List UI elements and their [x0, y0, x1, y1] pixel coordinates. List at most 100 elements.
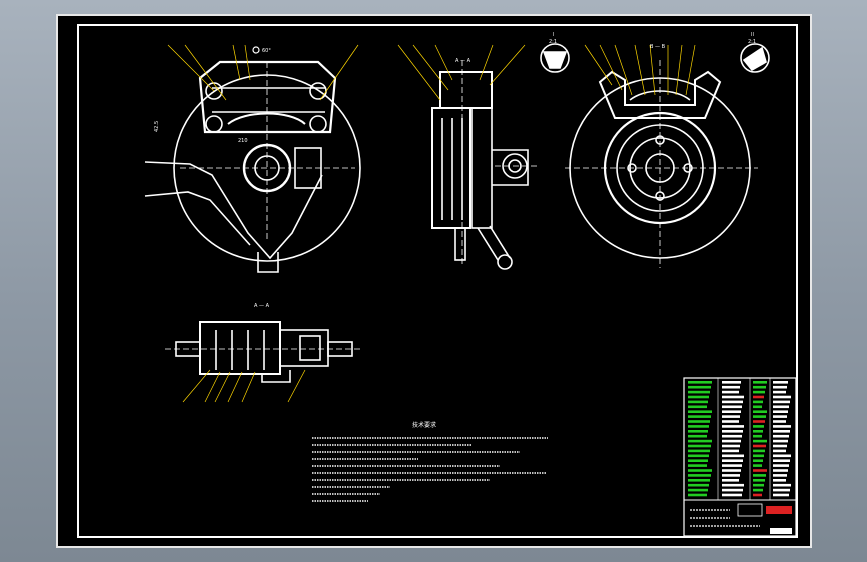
parts-list-cell: [688, 464, 707, 467]
parts-list-cell: [753, 439, 767, 443]
parts-list-cell: [688, 479, 710, 482]
parts-list-cell: [688, 469, 712, 472]
parts-list-cell: [722, 410, 741, 413]
parts-list-cell: [688, 405, 707, 409]
parts-list-cell: [773, 425, 791, 428]
parts-list-cell: [688, 395, 709, 399]
parts-list-cell: [753, 464, 762, 467]
parts-list-cell: [688, 474, 711, 477]
parts-list-cell: [753, 420, 765, 423]
parts-list-cell: [722, 430, 743, 433]
parts-list-cell: [773, 395, 791, 399]
section-label-rear: B — B: [650, 44, 666, 50]
parts-list-cell: [688, 400, 708, 404]
parts-list-cell: [753, 483, 764, 487]
drawing-frame: [77, 24, 798, 538]
parts-list-cell: [753, 395, 764, 399]
parts-list-cell: [722, 488, 743, 492]
parts-list-cell: [753, 425, 764, 428]
parts-list-cell: [773, 488, 790, 492]
detail-label-1: I: [553, 32, 554, 38]
parts-list-cell: [688, 415, 711, 418]
parts-list-cell: [773, 400, 790, 404]
parts-list-cell: [722, 454, 744, 458]
parts-list-cell: [773, 430, 790, 433]
parts-list-cell: [722, 390, 739, 394]
parts-list-cell: [688, 385, 711, 389]
parts-list-cell: [688, 459, 708, 462]
dimension-width: 210: [238, 138, 248, 144]
parts-list-cell: [722, 434, 742, 438]
parts-list-cell: [753, 474, 766, 477]
parts-list-cell: [773, 390, 786, 394]
detail-label-2: II: [751, 32, 754, 38]
title-block: [683, 377, 797, 537]
parts-list-cell: [722, 425, 744, 428]
parts-list-cell: [688, 449, 710, 453]
rear-view: [540, 43, 770, 268]
parts-list-cell: [753, 430, 763, 433]
parts-list-cell: [773, 385, 787, 389]
parts-list-cell: [688, 420, 710, 423]
parts-list-cell: [773, 415, 787, 418]
parts-list-cell: [753, 385, 766, 389]
parts-list-cell: [722, 415, 740, 418]
parts-list-cell: [773, 439, 788, 443]
parts-list-cell: [773, 459, 790, 462]
parts-list-cell: [773, 464, 789, 467]
parts-list-cell: [753, 488, 763, 492]
parts-list-cell: [722, 400, 743, 404]
parts-list-cell: [722, 474, 740, 477]
parts-list-cell: [773, 410, 788, 413]
parts-list-cell: [722, 469, 741, 472]
parts-list-cell: [773, 449, 786, 453]
parts-list-cell: [688, 439, 712, 443]
parts-list-cell: [753, 459, 763, 462]
dimension-angle: 60°: [262, 48, 271, 54]
parts-list-cell: [722, 444, 740, 448]
detail-scale-2: 2:1: [748, 39, 756, 45]
parts-list-cell: [688, 410, 712, 413]
parts-list-cell: [688, 430, 708, 433]
parts-list-cell: [688, 425, 709, 428]
parts-list-cell: [722, 395, 744, 399]
parts-list-cell: [722, 420, 739, 423]
parts-list-cell: [753, 434, 762, 438]
requirements-lines: [312, 437, 548, 502]
parts-list-cell: [722, 381, 741, 384]
parts-list-cell: [773, 405, 789, 409]
parts-list-cell: [773, 381, 788, 384]
parts-list-cell: [773, 474, 787, 477]
parts-list-cell: [753, 390, 765, 394]
parts-list-cell: [753, 444, 766, 448]
parts-list-cell: [773, 454, 791, 458]
parts-list-cell: [688, 444, 711, 448]
parts-list-cell: [722, 439, 741, 443]
parts-list-cell: [753, 454, 764, 458]
parts-list-rows: [688, 381, 791, 497]
parts-list-cell: [773, 483, 791, 487]
parts-list-cell: [722, 464, 742, 467]
parts-list-cell: [773, 493, 789, 497]
bottom-section-view: [165, 321, 362, 383]
parts-list-cell: [753, 449, 765, 453]
requirements-title: 技术要求: [412, 421, 436, 429]
parts-list-cell: [688, 493, 707, 497]
parts-list-cell: [753, 405, 762, 409]
parts-list-cell: [773, 469, 788, 472]
parts-list-cell: [688, 483, 709, 487]
parts-list-cell: [753, 410, 767, 413]
technical-requirements: 技术要求: [312, 421, 548, 502]
parts-list-cell: [753, 381, 767, 384]
parts-list-cell: [773, 479, 786, 482]
section-label-side: A — A: [455, 58, 471, 64]
parts-list-cell: [688, 381, 712, 384]
parts-list-cell: [722, 483, 744, 487]
parts-list-cell: [722, 459, 743, 462]
front-view: [144, 46, 361, 273]
parts-list-cell: [753, 493, 762, 497]
parts-list-cell: [753, 415, 766, 418]
section-label-bottom: A — A: [254, 303, 270, 309]
parts-list-cell: [773, 434, 789, 438]
parts-list-cell: [722, 479, 739, 482]
